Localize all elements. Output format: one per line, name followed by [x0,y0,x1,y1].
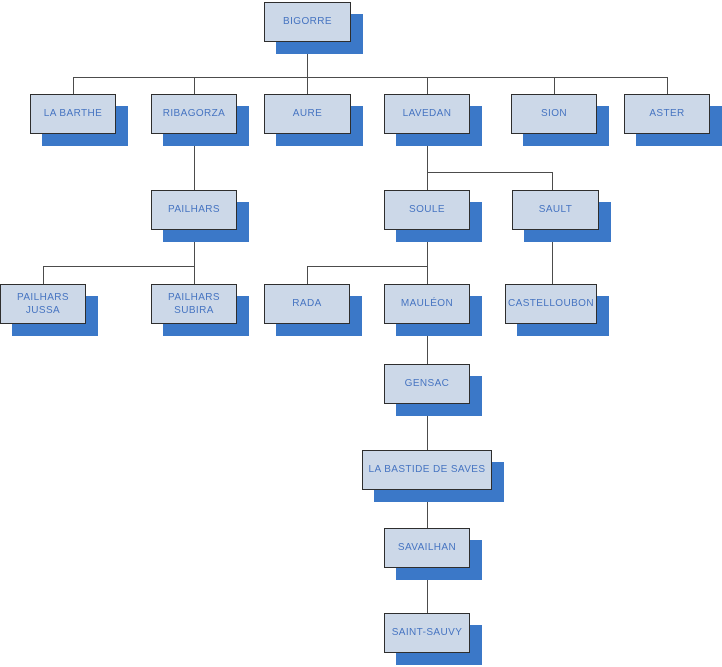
node-box: RIBAGORZA [151,94,237,134]
node-label: LA BARTHE [43,108,103,120]
node-box: SION [511,94,597,134]
connector-line [307,77,308,94]
node-label: MAULÉON [400,298,454,310]
node-label: SAVAILHAN [397,542,457,554]
node-pailhars-jussa: PAILHARS JUSSA [0,284,98,336]
node-soule: SOULE [384,190,482,242]
connector-line [43,266,44,284]
node-box: SAVAILHAN [384,528,470,568]
node-box: SAINT-SAUVY [384,613,470,653]
node-box: PAILHARS JUSSA [0,284,86,324]
node-label: SOULE [409,204,445,216]
node-box: MAULÉON [384,284,470,324]
connector-line [427,230,428,284]
node-saint-sauvy: SAINT-SAUVY [384,613,482,665]
node-box: GENSAC [384,364,470,404]
node-box: SAULT [512,190,599,230]
connector-line [194,77,195,94]
connector-line [307,266,427,267]
node-box: LA BARTHE [30,94,116,134]
node-label: ASTER [649,108,685,120]
node-box: PAILHARS [151,190,237,230]
connector-line [194,134,195,190]
node-box: AURE [264,94,351,134]
node-la-barthe: LA BARTHE [30,94,128,146]
connector-line [307,266,308,284]
node-sion: SION [511,94,609,146]
node-box: CASTELLOUBON [505,284,597,324]
node-label: CASTELLOUBON [508,298,594,310]
connector-line [427,134,428,190]
connector-line [427,568,428,613]
node-label: SAINT-SAUVY [391,627,463,639]
node-pailhars-subira: PAILHARS SUBIRA [151,284,249,336]
node-label: PAILHARS SUBIRA [168,291,220,317]
node-savailhan: SAVAILHAN [384,528,482,580]
connector-line [427,77,428,94]
node-aure: AURE [264,94,363,146]
node-gensac: GENSAC [384,364,482,416]
node-label: PAILHARS [168,204,220,216]
node-box: RADA [264,284,350,324]
connector-line [73,77,74,94]
connector-line [552,172,553,190]
node-label: LA BASTIDE DE SAVES [368,464,486,476]
connector-line [427,324,428,364]
connector-line [194,266,195,284]
node-box: SOULE [384,190,470,230]
node-label: AURE [292,108,323,120]
node-lavedan: LAVEDAN [384,94,482,146]
node-label: RIBAGORZA [162,108,226,120]
connector-line [427,172,552,173]
connector-line [554,77,555,94]
connector-line [552,230,553,284]
node-label: SAULT [538,204,573,216]
connector-line [73,77,667,78]
connector-line [43,266,194,267]
node-box: LA BASTIDE DE SAVES [362,450,492,490]
node-sault: SAULT [512,190,611,242]
node-ribagorza: RIBAGORZA [151,94,249,146]
node-bigorre: BIGORRE [264,2,363,54]
node-box: ASTER [624,94,710,134]
node-label: GENSAC [404,378,450,390]
node-box: PAILHARS SUBIRA [151,284,237,324]
node-pailhars: PAILHARS [151,190,249,242]
connector-line [427,490,428,528]
connector-line [307,42,308,77]
node-label: PAILHARS JUSSA [17,291,69,317]
node-label: BIGORRE [283,16,332,28]
node-label: RADA [292,298,322,310]
node-box: LAVEDAN [384,94,470,134]
node-box: BIGORRE [264,2,351,42]
connector-line [427,404,428,450]
node-label: LAVEDAN [402,108,452,120]
node-la-bastide-de-saves: LA BASTIDE DE SAVES [362,450,504,502]
connector-line [667,77,668,94]
node-mauleon: MAULÉON [384,284,482,336]
node-label: SION [540,108,568,120]
node-rada: RADA [264,284,362,336]
node-castelloubon: CASTELLOUBON [505,284,609,336]
node-aster: ASTER [624,94,722,146]
connector-line [194,230,195,266]
